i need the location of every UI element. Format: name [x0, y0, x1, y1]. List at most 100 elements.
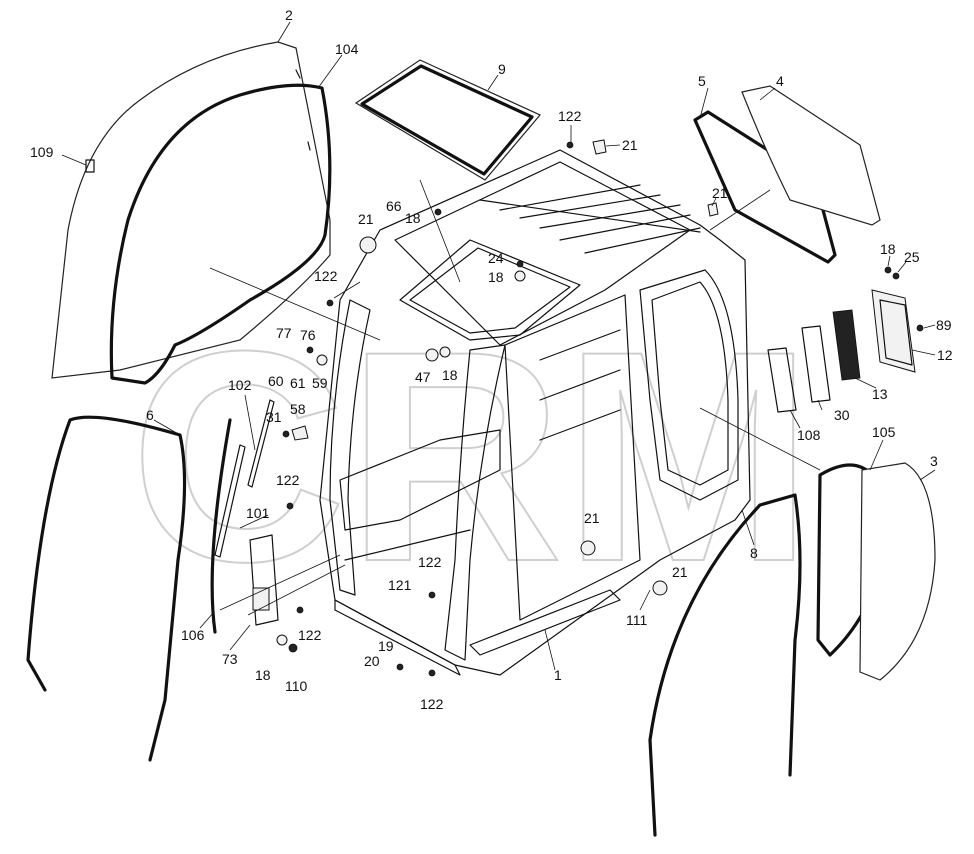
- part-47-grommet: [425, 348, 439, 362]
- callout-label: 102: [228, 377, 252, 393]
- part-8-door-seal: [648, 493, 802, 837]
- callout-label: 19: [378, 638, 394, 654]
- callout-labels: 2 104 109 9 5 4 122 21 21 66 18 21 24 18…: [30, 7, 953, 712]
- callout-label: 109: [30, 144, 54, 160]
- callout-label: 13: [872, 386, 888, 402]
- part-73-motor-body: [252, 587, 270, 611]
- callout-label: 104: [335, 41, 359, 57]
- callout-label: 73: [222, 651, 238, 667]
- callout-label: 31: [266, 409, 282, 425]
- part-122-screw: [428, 669, 436, 677]
- callout-label: 122: [558, 108, 582, 124]
- part-21-bumper: [580, 540, 596, 556]
- callout-label: 101: [246, 505, 270, 521]
- glass-clip: [295, 69, 301, 79]
- callout-label: 21: [672, 564, 688, 580]
- callout-label: 106: [181, 627, 205, 643]
- callout-label: 111: [626, 612, 647, 628]
- callout-label: 25: [904, 249, 920, 265]
- callout-label: 60: [268, 373, 284, 389]
- callout-label: 61: [290, 375, 306, 391]
- callout-label: 47: [415, 369, 431, 385]
- part-18-washer: [434, 208, 442, 216]
- callout-label: 21: [358, 211, 374, 227]
- part-108-filter-seal: [767, 347, 797, 413]
- part-122-screw: [286, 502, 294, 510]
- callout-label: 21: [712, 185, 728, 201]
- callout-label: 24: [488, 250, 504, 266]
- part-18-washer: [884, 266, 892, 274]
- callout-label: 20: [364, 653, 380, 669]
- leader-lines: [61, 21, 936, 671]
- part-24-screw: [516, 260, 524, 268]
- part-21-bumper: [652, 580, 668, 596]
- part-110-nut: [288, 643, 298, 653]
- part-left-glass-seal: [109, 83, 332, 385]
- callout-label: 5: [698, 73, 706, 89]
- callout-label: 21: [622, 137, 638, 153]
- callout-label: 12: [937, 347, 953, 363]
- part-102-wiper-blade: [247, 399, 275, 488]
- callout-label: 66: [386, 198, 402, 214]
- part-122-screw: [326, 299, 334, 307]
- callout-label: 1: [554, 667, 562, 683]
- callout-label: 30: [834, 407, 850, 423]
- glass-tab: [85, 159, 95, 173]
- part-122-screw: [428, 591, 436, 599]
- part-31-screw: [282, 430, 290, 438]
- callout-label: 21: [584, 510, 600, 526]
- callout-label: 122: [276, 472, 300, 488]
- part-18-washer: [439, 346, 451, 358]
- part-18-washer: [514, 270, 526, 282]
- part-21-knob: [359, 236, 377, 254]
- part-cab-frame: [319, 149, 751, 676]
- callout-label: 122: [314, 268, 338, 284]
- callout-label: 110: [285, 678, 308, 694]
- callout-label: 122: [418, 554, 442, 570]
- callout-label: 121: [388, 577, 412, 593]
- callout-label: 89: [936, 317, 952, 333]
- callout-label: 18: [255, 667, 271, 683]
- part-6-door-seal: [26, 415, 187, 762]
- part-roof-window: [354, 59, 541, 181]
- callout-label: 77: [276, 325, 292, 341]
- callout-label: 58: [290, 401, 306, 417]
- callout-label: 18: [442, 367, 458, 383]
- callout-label: 4: [776, 73, 784, 89]
- callout-label: 76: [300, 327, 316, 343]
- part-89-screw: [916, 324, 924, 332]
- callout-label: 2: [285, 7, 293, 23]
- callout-label: 8: [750, 545, 758, 561]
- callout-label: 6: [146, 407, 154, 423]
- callout-label: 122: [420, 696, 444, 712]
- part-122-screw: [566, 141, 574, 149]
- part-12-grille: [879, 299, 913, 366]
- callout-label: 18: [405, 210, 421, 226]
- part-roof-window-frame: [360, 64, 534, 176]
- part-25-screw: [892, 272, 900, 280]
- part-59-washer: [316, 354, 328, 366]
- part-right-window-seal: [693, 110, 837, 264]
- part-58-bracket: [291, 425, 309, 441]
- callout-label: 108: [797, 427, 821, 443]
- part-21-bolt: [707, 202, 719, 217]
- callout-label: 18: [880, 241, 896, 257]
- callout-label: 9: [498, 61, 506, 77]
- callout-label: 105: [872, 424, 896, 440]
- glass-clip: [307, 141, 311, 151]
- callout-label: 122: [298, 627, 322, 643]
- part-13-filter: [832, 309, 861, 381]
- part-18-washer: [276, 634, 288, 646]
- callout-label: 3: [930, 453, 938, 469]
- part-101-wiper-arm: [214, 444, 246, 558]
- part-122-screw: [296, 606, 304, 614]
- part-21-bolt: [592, 139, 607, 155]
- part-77-screw: [306, 346, 314, 354]
- part-19-screw: [396, 663, 404, 671]
- part-12-vent-cover: [871, 289, 916, 373]
- part-30-filter-frame: [801, 325, 831, 403]
- part-3-side-glass: [859, 462, 936, 681]
- callout-label: 59: [312, 375, 328, 391]
- part-right-rear-glass: [741, 85, 881, 226]
